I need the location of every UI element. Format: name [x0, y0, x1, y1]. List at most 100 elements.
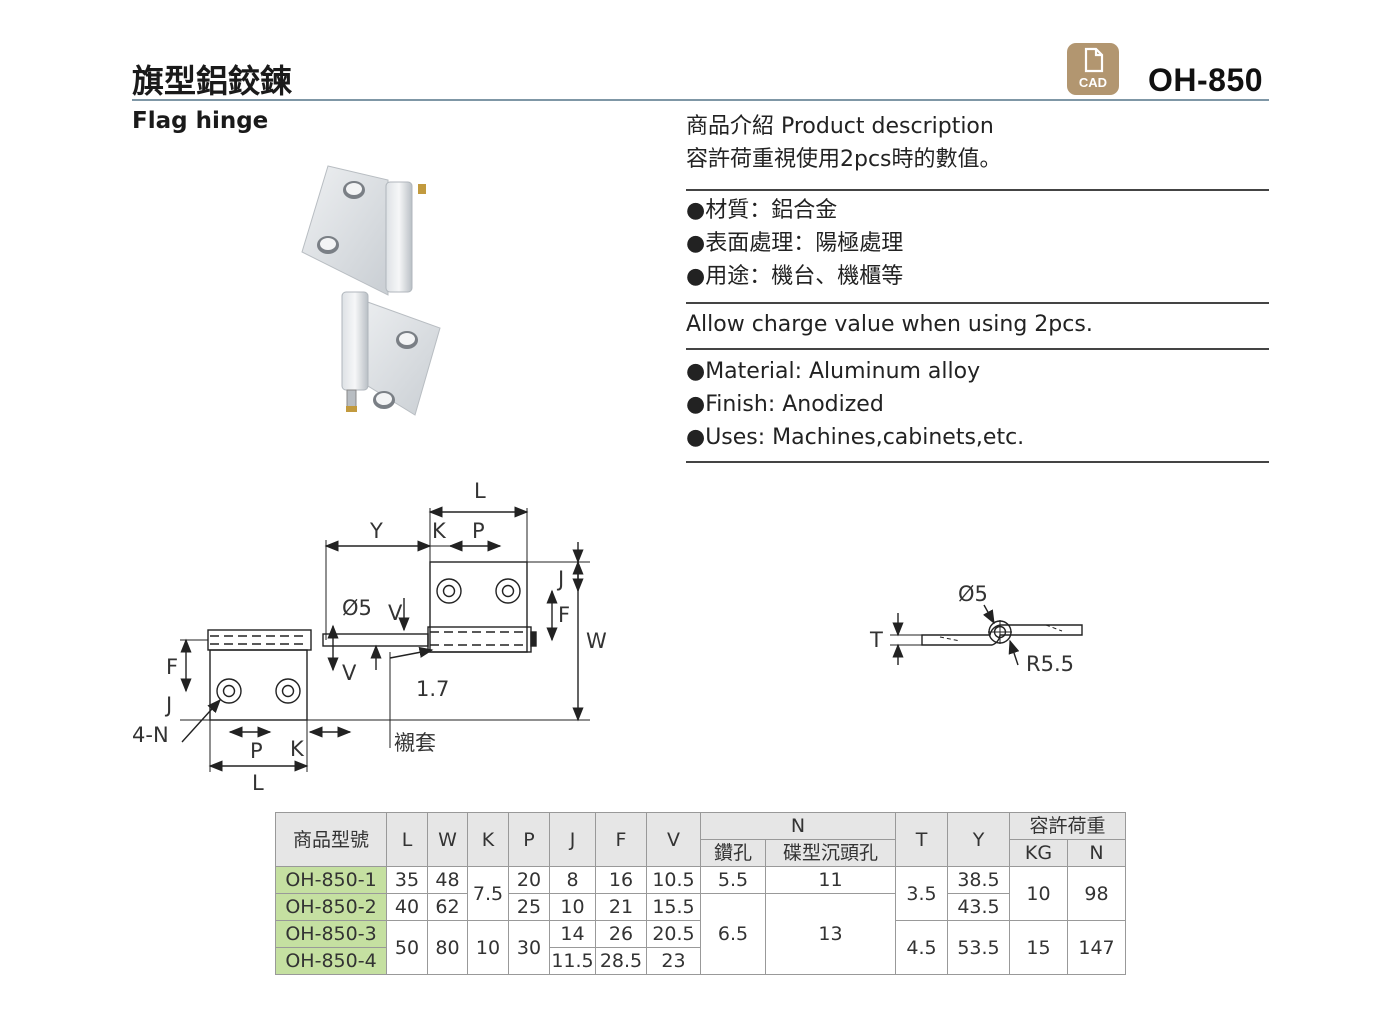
dimension-drawing: L Y K P J F W Ø5 V V 1.7 F J 4-N P K L 襯… — [132, 479, 607, 795]
cell: 23 — [646, 947, 701, 975]
col-header-F: F — [595, 812, 647, 867]
cell: 30 — [508, 920, 550, 975]
cell: 80 — [427, 920, 468, 975]
page-title: 旗型鋁鉸鍊 — [132, 62, 293, 100]
cell: 7.5 — [467, 866, 509, 921]
side-view-drawing: Ø5 T R5.5 — [869, 582, 1083, 676]
cad-label: CAD — [1078, 75, 1108, 90]
features-en: ●Material: Aluminum alloy ●Finish: Anodi… — [686, 355, 1269, 454]
header-divider — [132, 99, 1269, 101]
col-header-L: L — [386, 812, 428, 867]
product-image — [301, 165, 441, 416]
dim-label-R5-5: R5.5 — [1026, 652, 1074, 676]
dim-label-J: J — [556, 567, 564, 591]
table-row: OH-850-3 50 80 10 30 14 26 20.5 4.5 53.5… — [275, 920, 1126, 975]
dim-label-P: P — [472, 519, 485, 543]
dim-label-T: T — [869, 628, 883, 652]
cell: 16 — [595, 866, 647, 894]
dim-label-dia5: Ø5 — [958, 582, 988, 606]
cell: 15.5 — [646, 893, 701, 921]
model-cell: OH-850-1 — [275, 866, 387, 894]
description-block: 商品介紹 Product description 容許荷重視使用2pcs時的數值… — [686, 110, 1269, 176]
col-header-T: T — [895, 812, 948, 867]
col-header-kg: KG — [1009, 839, 1068, 867]
divider — [686, 461, 1269, 463]
col-header-V: V — [646, 812, 701, 867]
table-row: OH-850-2 40 62 25 10 21 15.5 6.5 13 43.5 — [275, 893, 1126, 975]
cell: 48 — [427, 866, 468, 894]
col-header-model: 商品型號 — [275, 812, 387, 867]
cell: 28.5 — [595, 947, 647, 975]
divider — [686, 189, 1269, 191]
dim-label-W: W — [586, 629, 607, 653]
cell: 98 — [1067, 866, 1126, 921]
table-row: OH-850-1 35 48 7.5 20 8 16 10.5 5.5 11 3… — [275, 866, 1126, 921]
cell: 3.5 — [895, 866, 948, 921]
table-row: OH-850-4 11.5 28.5 23 — [275, 947, 1126, 975]
dim-label-1-7: 1.7 — [416, 677, 449, 701]
dim-label-L: L — [252, 771, 264, 795]
cell: 25 — [508, 893, 550, 921]
model-cell: OH-850-2 — [275, 893, 387, 921]
features-zh: ●材質：鋁合金 ●表面處理：陽極處理 ●用途：機台、機櫃等 — [686, 194, 1269, 293]
col-header-N: N — [700, 812, 896, 840]
dim-label-J: J — [164, 693, 172, 717]
col-header-Y: Y — [947, 812, 1010, 867]
load-note-en: Allow charge value when using 2pcs. — [686, 308, 1269, 341]
cell: 4.5 — [895, 920, 948, 975]
dim-label-K: K — [290, 737, 305, 761]
col-header-drill: 鑽孔 — [700, 839, 766, 867]
cell: 21 — [595, 893, 647, 921]
bushing-label: 襯套 — [394, 731, 436, 755]
cell: 10 — [1009, 866, 1068, 921]
col-header-K: K — [467, 812, 509, 867]
feature-item: ●材質：鋁合金 — [686, 198, 838, 223]
col-header-J: J — [549, 812, 596, 867]
cell: 8 — [549, 866, 596, 894]
feature-item: ●Uses: Machines,cabinets,etc. — [686, 425, 1025, 450]
cell: 53.5 — [947, 920, 1010, 975]
load-note-zh: 容許荷重視使用2pcs時的數值。 — [686, 147, 1002, 172]
dim-label-F: F — [166, 655, 178, 679]
cad-download-button[interactable]: CAD — [1067, 43, 1119, 95]
dim-label-V: V — [342, 661, 357, 685]
dim-label-L: L — [474, 479, 486, 503]
cell: 10 — [467, 920, 509, 975]
cell: 20.5 — [646, 920, 701, 948]
cell: 10 — [549, 893, 596, 921]
cell: 11.5 — [549, 947, 596, 975]
dim-label-dia5: Ø5 — [342, 596, 372, 620]
feature-item: ●表面處理：陽極處理 — [686, 231, 904, 256]
dim-label-4-N: 4-N — [132, 723, 169, 747]
cell: 147 — [1067, 920, 1126, 975]
col-header-P: P — [508, 812, 550, 867]
feature-item: ●用途：機台、機櫃等 — [686, 264, 904, 289]
cell: 50 — [386, 920, 428, 975]
file-icon — [1084, 47, 1104, 73]
page-subtitle: Flag hinge — [132, 108, 269, 134]
model-number: OH-850 — [1148, 62, 1264, 98]
feature-item: ●Material: Aluminum alloy — [686, 359, 981, 384]
dim-label-P: P — [250, 739, 263, 763]
description-heading: 商品介紹 Product description — [686, 114, 994, 139]
dim-label-K: K — [432, 519, 447, 543]
divider — [686, 348, 1269, 350]
cell: 35 — [386, 866, 428, 894]
feature-item: ●Finish: Anodized — [686, 392, 884, 417]
model-cell: OH-850-3 — [275, 920, 387, 948]
cell: 62 — [427, 893, 468, 921]
cell: 20 — [508, 866, 550, 894]
cell: 43.5 — [947, 893, 1010, 921]
cell: 15 — [1009, 920, 1068, 975]
cell: 5.5 — [700, 866, 766, 894]
cell: 13 — [765, 893, 896, 975]
dim-label-V: V — [388, 601, 403, 625]
cell: 40 — [386, 893, 428, 921]
col-header-newton: N — [1067, 839, 1126, 867]
divider — [686, 302, 1269, 304]
col-header-W: W — [427, 812, 468, 867]
cell: 10.5 — [646, 866, 701, 894]
cell: 11 — [765, 866, 896, 894]
cell: 26 — [595, 920, 647, 948]
model-cell: OH-850-4 — [275, 947, 387, 975]
